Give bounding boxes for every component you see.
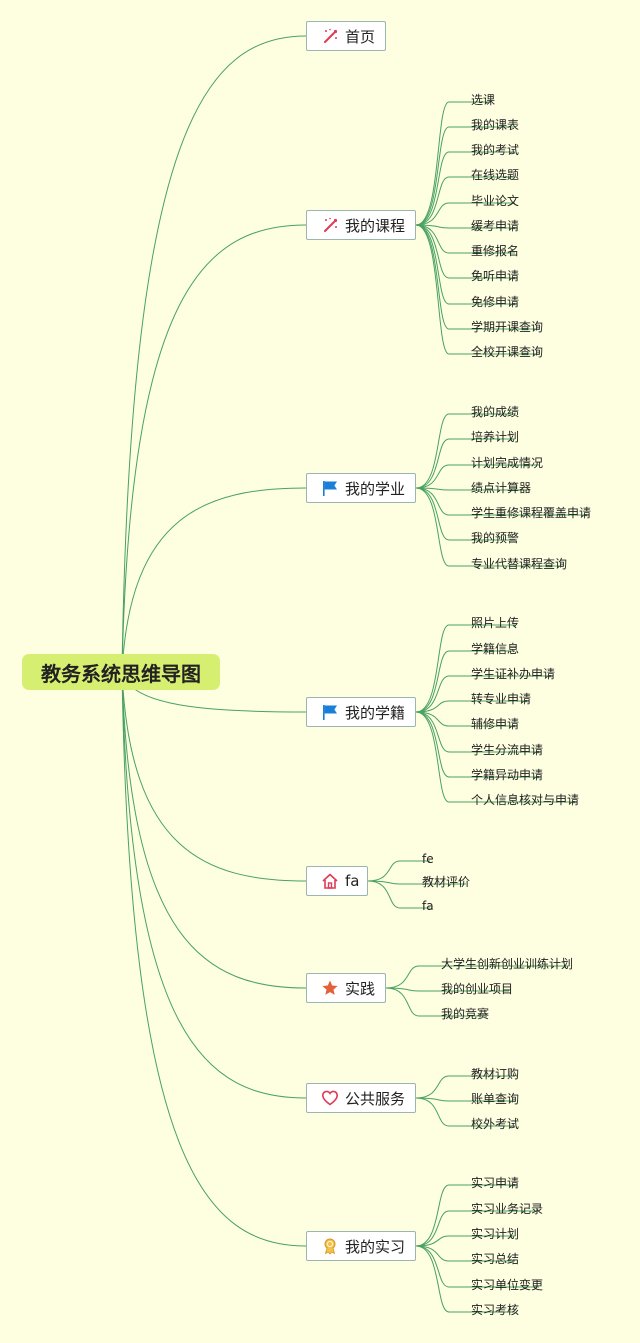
leaf-item[interactable]: fe — [422, 852, 434, 866]
branch-label: 我的实习 — [345, 1237, 406, 1256]
leaf-item[interactable]: 我的考试 — [471, 143, 520, 157]
branch-public-services[interactable]: 公共服务 — [306, 1083, 416, 1113]
leaf-item[interactable]: 我的竞赛 — [441, 1007, 490, 1021]
leaf-item[interactable]: 照片上传 — [471, 616, 520, 630]
leaf-item[interactable]: 辅修申请 — [471, 717, 520, 731]
leaf-item[interactable]: 免听申请 — [471, 269, 520, 283]
star-icon — [321, 979, 339, 997]
leaf-item[interactable]: 学生证补办申请 — [471, 667, 556, 681]
leaf-item[interactable]: 计划完成情况 — [471, 456, 544, 470]
branch-fa[interactable]: fa — [306, 866, 368, 896]
flag-icon — [321, 703, 339, 721]
magic-wand-icon — [321, 216, 339, 234]
leaf-item[interactable]: 实习考核 — [471, 1303, 520, 1317]
leaf-item[interactable]: 教材评价 — [422, 875, 471, 889]
leaf-item[interactable]: 选课 — [471, 93, 496, 107]
branch-label: 我的学业 — [345, 479, 406, 498]
leaf-item[interactable]: 校外考试 — [471, 1117, 520, 1131]
leaf-item[interactable]: 大学生创新创业训练计划 — [441, 957, 574, 971]
leaf-item[interactable]: 教材订购 — [471, 1067, 520, 1081]
branch-practice[interactable]: 实践 — [306, 973, 386, 1003]
leaf-item[interactable]: 学籍异动申请 — [471, 768, 544, 782]
branch-label: fa — [345, 872, 360, 890]
leaf-item[interactable]: 免修申请 — [471, 295, 520, 309]
leaf-item[interactable]: 账单查询 — [471, 1092, 520, 1106]
leaf-item[interactable]: 学籍信息 — [471, 642, 520, 656]
flag-icon — [321, 479, 339, 497]
leaf-item[interactable]: 缓考申请 — [471, 219, 520, 233]
branch-label: 我的学籍 — [345, 703, 406, 722]
leaf-item[interactable]: 绩点计算器 — [471, 481, 532, 495]
root-node[interactable]: 教务系统思维导图 — [22, 654, 220, 690]
leaf-item[interactable]: 学生重修课程覆盖申请 — [471, 506, 592, 520]
branch-my-courses[interactable]: 我的课程 — [306, 210, 416, 240]
branch-label: 实践 — [345, 979, 376, 998]
leaf-item[interactable]: 学生分流申请 — [471, 743, 544, 757]
leaf-item[interactable]: 实习单位变更 — [471, 1278, 544, 1292]
leaf-item[interactable]: 我的课表 — [471, 118, 520, 132]
medal-icon — [321, 1237, 339, 1255]
root-label: 教务系统思维导图 — [41, 661, 201, 686]
home-icon — [321, 872, 339, 890]
leaf-item[interactable]: 实习申请 — [471, 1176, 520, 1190]
branch-label: 公共服务 — [345, 1089, 406, 1108]
branch-my-studies[interactable]: 我的学业 — [306, 473, 416, 503]
leaf-item[interactable]: 转专业申请 — [471, 692, 532, 706]
leaf-item[interactable]: 实习总结 — [471, 1252, 520, 1266]
leaf-item[interactable]: 我的成绩 — [471, 405, 520, 419]
branch-label: 我的课程 — [345, 216, 406, 235]
branch-home[interactable]: 首页 — [306, 21, 386, 51]
leaf-item[interactable]: fa — [422, 899, 434, 913]
leaf-item[interactable]: 毕业论文 — [471, 194, 520, 208]
leaf-item[interactable]: 学期开课查询 — [471, 320, 544, 334]
leaf-item[interactable]: 培养计划 — [471, 430, 520, 444]
leaf-item[interactable]: 在线选题 — [471, 168, 520, 182]
leaf-item[interactable]: 我的预警 — [471, 531, 520, 545]
leaf-item[interactable]: 个人信息核对与申请 — [471, 793, 580, 807]
magic-wand-icon — [321, 27, 339, 45]
heart-icon — [321, 1089, 339, 1107]
leaf-item[interactable]: 专业代替课程查询 — [471, 557, 568, 571]
leaf-item[interactable]: 实习业务记录 — [471, 1202, 544, 1216]
leaf-item[interactable]: 我的创业项目 — [441, 982, 514, 996]
branch-label: 首页 — [345, 27, 376, 46]
leaf-item[interactable]: 重修报名 — [471, 244, 520, 258]
branch-student-status[interactable]: 我的学籍 — [306, 697, 416, 727]
branch-internship[interactable]: 我的实习 — [306, 1231, 416, 1261]
leaf-item[interactable]: 全校开课查询 — [471, 345, 544, 359]
leaf-item[interactable]: 实习计划 — [471, 1227, 520, 1241]
